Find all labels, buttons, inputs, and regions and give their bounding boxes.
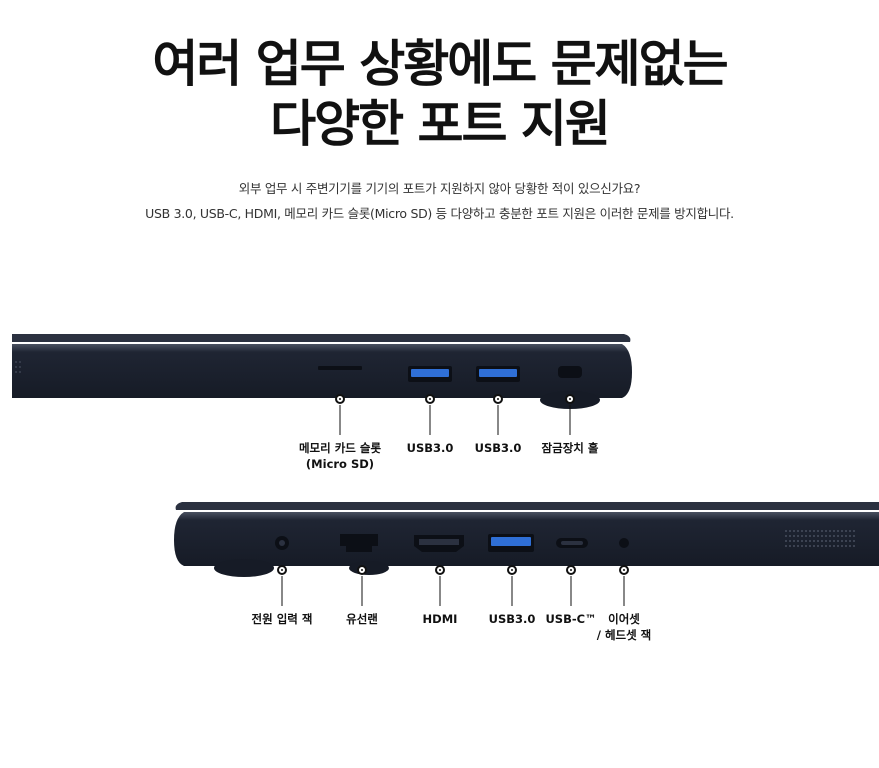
callout-dot-lock [565,394,575,404]
callout-line-usb-c [570,576,572,606]
callout-line-micro-sd [339,405,341,435]
headline-line-1: 여러 업무 상황에도 문제없는 [152,35,728,93]
label-usb-2: USB3.0 [474,441,522,455]
callout-line-usb-1 [429,405,431,435]
label-usb-3: USB3.0 [488,612,536,626]
callout-dot-usb-c [566,565,576,575]
label-lan: 유선랜 [346,612,378,626]
callout-line-lock [569,405,571,435]
callout-line-power [281,576,283,606]
lan-port [340,534,378,552]
label-usb-c: USB-C™ [545,612,597,626]
callout-line-usb-3 [511,576,513,606]
callout-dot-usb-1 [425,394,435,404]
callout-line-usb-2 [497,405,499,435]
callout-dot-micro-sd [335,394,345,404]
label-power-jack: 전원 입력 잭 [251,612,313,626]
headline-line-2: 다양한 포트 지원 [270,95,611,153]
usb-port-3 [491,537,531,546]
audio-jack [619,538,629,548]
callout-line-audio [623,576,625,606]
laptop-right-side-image [12,334,632,409]
label-lock-hole: 잠금장치 홀 [541,441,599,455]
callout-dot-usb-2 [493,394,503,404]
description-line-2: USB 3.0, USB-C, HDMI, 메모리 카드 슬롯(Micro SD… [145,206,734,221]
label-usb-1: USB3.0 [406,441,454,455]
description-line-1: 외부 업무 시 주변기기를 기기의 포트가 지원하지 않아 당황한 적이 있으신… [238,181,641,196]
callout-dot-usb-3 [507,565,517,575]
usb-port-1 [411,369,449,377]
label-audio-jack: 이어셋 / 헤드셋 잭 [596,612,652,642]
usb-port-2 [479,369,517,377]
callout-dot-power [277,565,287,575]
label-hdmi: HDMI [422,612,458,626]
lock-slot [558,366,582,378]
callout-line-lan [361,576,363,606]
callout-dot-hdmi [435,565,445,575]
label-memory-card-slot: 메모리 카드 슬롯 (Micro SD) [298,441,382,471]
callout-dot-lan [357,565,367,575]
callout-line-hdmi [439,576,441,606]
callout-dot-audio [619,565,629,575]
micro-sd-slot [318,366,362,370]
